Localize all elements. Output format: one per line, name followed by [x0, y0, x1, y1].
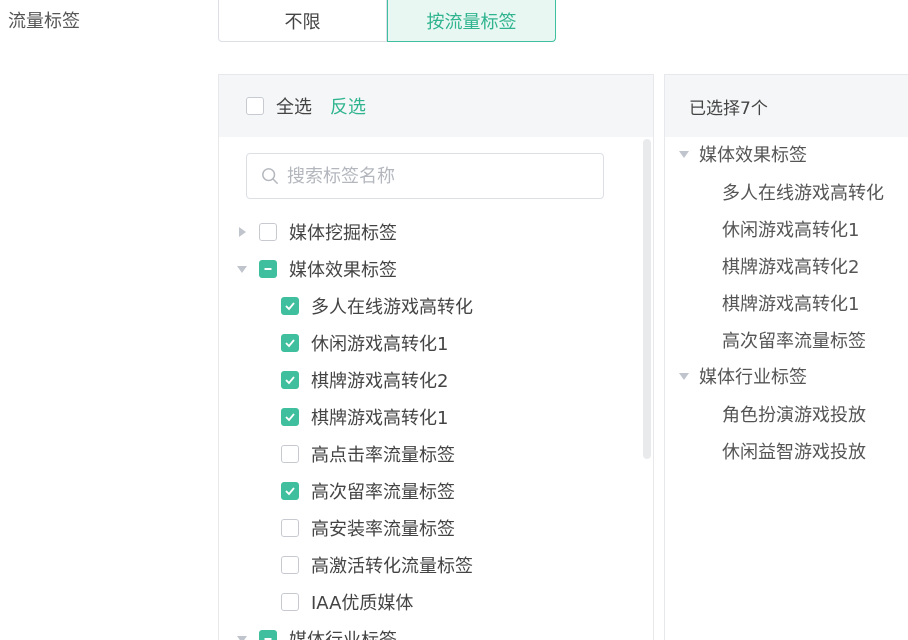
select-all-checkbox[interactable]	[246, 97, 264, 115]
leaf-checkbox-checked[interactable]	[281, 334, 299, 352]
invert-selection-link[interactable]: 反选	[330, 97, 366, 118]
tree-node-media-effect[interactable]: 媒体效果标签	[235, 254, 397, 284]
selected-group-label: 媒体行业标签	[699, 367, 807, 388]
tree-node-label: 媒体挖掘标签	[289, 223, 397, 244]
caret-down-icon[interactable]	[677, 369, 691, 383]
leaf-label: 高激活转化流量标签	[311, 556, 473, 577]
tree-node-media-mining[interactable]: 媒体挖掘标签	[235, 217, 397, 247]
tree-leaf-item[interactable]: 休闲游戏高转化1	[281, 328, 448, 358]
leaf-label: 棋牌游戏高转化2	[311, 371, 449, 392]
selected-group-label: 媒体效果标签	[699, 145, 807, 166]
leaf-checkbox[interactable]	[281, 519, 299, 537]
caret-down-icon[interactable]	[235, 632, 249, 640]
tree-leaf-item[interactable]: 高激活转化流量标签	[281, 550, 473, 580]
tag-search-input[interactable]	[287, 165, 587, 187]
leaf-checkbox[interactable]	[281, 445, 299, 463]
selected-item: 高次留率流量标签	[722, 331, 866, 352]
traffic-tag-mode-switch: 不限 按流量标签	[218, 0, 556, 42]
traffic-tag-label: 流量标签	[8, 11, 80, 32]
selected-item: 多人在线游戏高转化	[722, 183, 884, 204]
selected-item: 棋牌游戏高转化1	[722, 294, 860, 315]
tree-node-media-industry[interactable]: 媒体行业标签	[235, 624, 397, 640]
leaf-label: 高安装率流量标签	[311, 519, 455, 540]
leaf-label: 高次留率流量标签	[311, 482, 455, 503]
selected-tags-panel: 已选择7个 媒体效果标签 多人在线游戏高转化 休闲游戏高转化1 棋牌游戏高转化2…	[664, 74, 908, 640]
tree-leaf-item[interactable]: 棋牌游戏高转化2	[281, 365, 448, 395]
leaf-checkbox[interactable]	[281, 556, 299, 574]
tree-node-label: 媒体效果标签	[289, 260, 397, 281]
tree-node-checkbox-partial[interactable]	[259, 630, 277, 640]
tree-leaf-item[interactable]: 高点击率流量标签	[281, 439, 455, 469]
tag-search-box[interactable]	[246, 153, 604, 199]
selected-item: 角色扮演游戏投放	[722, 405, 866, 426]
tree-leaf-item[interactable]: 多人在线游戏高转化	[281, 291, 473, 321]
leaf-checkbox-checked[interactable]	[281, 408, 299, 426]
selected-item: 棋牌游戏高转化2	[722, 257, 860, 278]
caret-right-icon[interactable]	[235, 225, 249, 239]
leaf-checkbox-checked[interactable]	[281, 371, 299, 389]
tree-node-checkbox[interactable]	[259, 223, 277, 241]
search-icon	[262, 168, 278, 184]
selected-item: 休闲游戏高转化1	[722, 220, 860, 241]
caret-down-icon[interactable]	[677, 147, 691, 161]
leaf-checkbox[interactable]	[281, 593, 299, 611]
leaf-checkbox-checked[interactable]	[281, 482, 299, 500]
leaf-checkbox-checked[interactable]	[281, 297, 299, 315]
tag-list-scrollbar[interactable]	[643, 139, 651, 459]
tag-selection-panel: 全选 反选 媒体挖掘标签 媒体效果标签 多人在线游戏高转化 休闲游戏高转化1	[218, 74, 654, 640]
leaf-label: IAA优质媒体	[311, 593, 414, 614]
selected-group-media-industry[interactable]: 媒体行业标签	[677, 361, 807, 391]
tag-panel-header: 全选 反选	[219, 75, 653, 137]
tree-node-checkbox-partial[interactable]	[259, 260, 277, 278]
option-unlimited-button[interactable]: 不限	[218, 0, 387, 42]
tree-leaf-item[interactable]: 棋牌游戏高转化1	[281, 402, 448, 432]
option-by-traffic-tag-button[interactable]: 按流量标签	[387, 0, 556, 42]
tree-leaf-item[interactable]: 高安装率流量标签	[281, 513, 455, 543]
leaf-label: 高点击率流量标签	[311, 445, 455, 466]
select-all-label[interactable]: 全选	[276, 97, 312, 118]
tree-leaf-item[interactable]: IAA优质媒体	[281, 587, 413, 617]
leaf-label: 多人在线游戏高转化	[311, 297, 473, 318]
selected-count-title: 已选择7个	[665, 75, 908, 137]
tree-node-label: 媒体行业标签	[289, 626, 397, 640]
leaf-label: 棋牌游戏高转化1	[311, 408, 449, 429]
tree-leaf-item[interactable]: 高次留率流量标签	[281, 476, 455, 506]
caret-down-icon[interactable]	[235, 262, 249, 276]
leaf-label: 休闲游戏高转化1	[311, 334, 449, 355]
selected-group-media-effect[interactable]: 媒体效果标签	[677, 139, 807, 169]
selected-item: 休闲益智游戏投放	[722, 442, 866, 463]
